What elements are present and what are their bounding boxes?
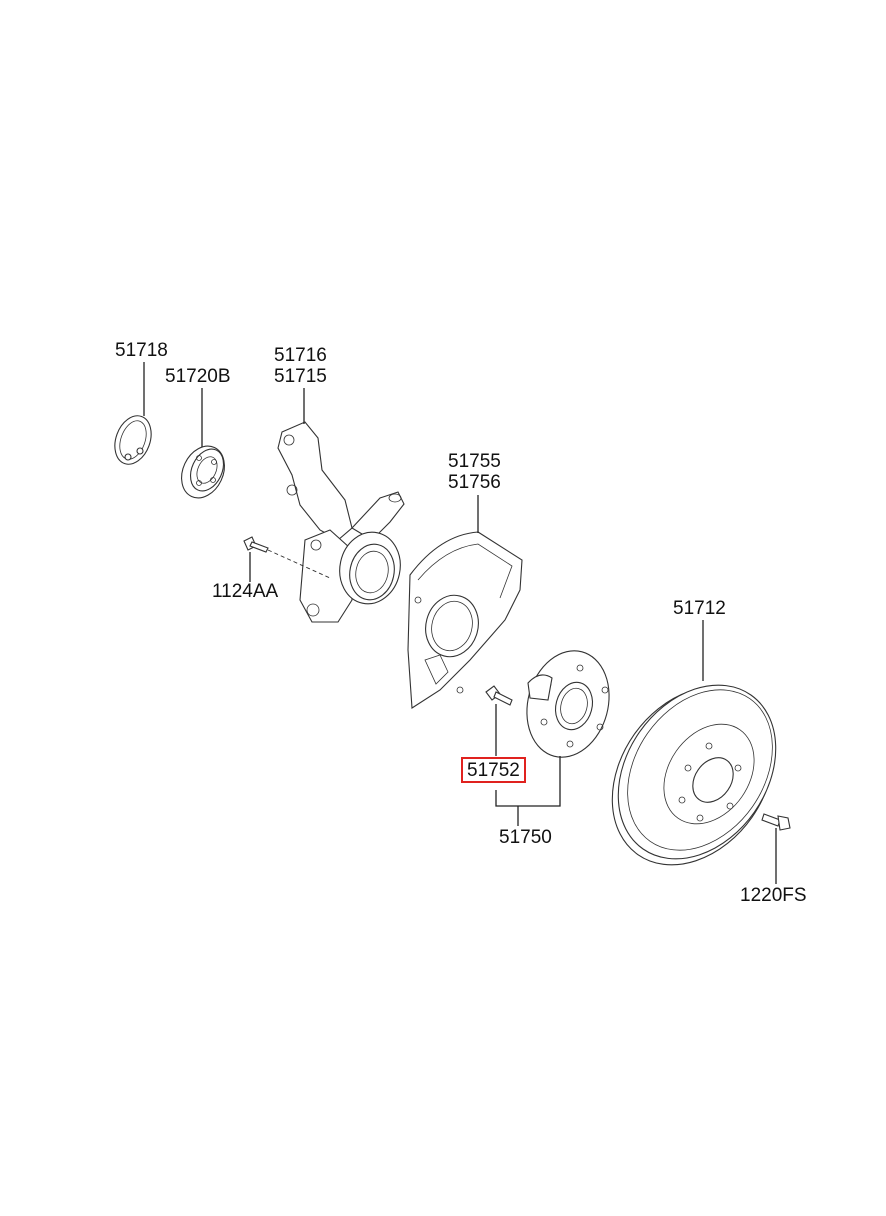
bolt-guide-line xyxy=(267,549,331,579)
label-hub-bolt-highlighted[interactable]: 51752 xyxy=(461,757,526,783)
label-dust-cover-rh[interactable]: 51756 xyxy=(448,472,501,493)
disc-screw-drawing[interactable] xyxy=(761,813,791,831)
label-dust-cover-lh[interactable]: 51755 xyxy=(448,451,501,472)
dust-cover-drawing[interactable] xyxy=(407,531,523,709)
bearing-drawing[interactable] xyxy=(173,439,232,505)
brake-disc-drawing[interactable] xyxy=(579,655,808,896)
label-hub-assembly[interactable]: 51750 xyxy=(499,827,552,848)
hub-bolt-drawing[interactable] xyxy=(485,685,513,706)
steering-knuckle-drawing[interactable] xyxy=(277,421,407,623)
label-disc-screw[interactable]: 1220FS xyxy=(740,885,807,906)
label-knuckle-lh[interactable]: 51716 xyxy=(274,345,327,366)
wheel-hub-drawing[interactable] xyxy=(515,641,620,766)
label-snap-ring[interactable]: 51718 xyxy=(115,340,168,361)
label-knuckle-bolt[interactable]: 1124AA xyxy=(212,581,279,602)
hub-assembly-bracket xyxy=(495,756,561,807)
label-bearing[interactable]: 51720B xyxy=(165,366,231,387)
knuckle-bolt-drawing[interactable] xyxy=(243,536,269,553)
label-disc[interactable]: 51712 xyxy=(673,598,726,619)
label-knuckle-rh[interactable]: 51715 xyxy=(274,366,327,387)
snap-ring-drawing[interactable] xyxy=(108,411,157,470)
